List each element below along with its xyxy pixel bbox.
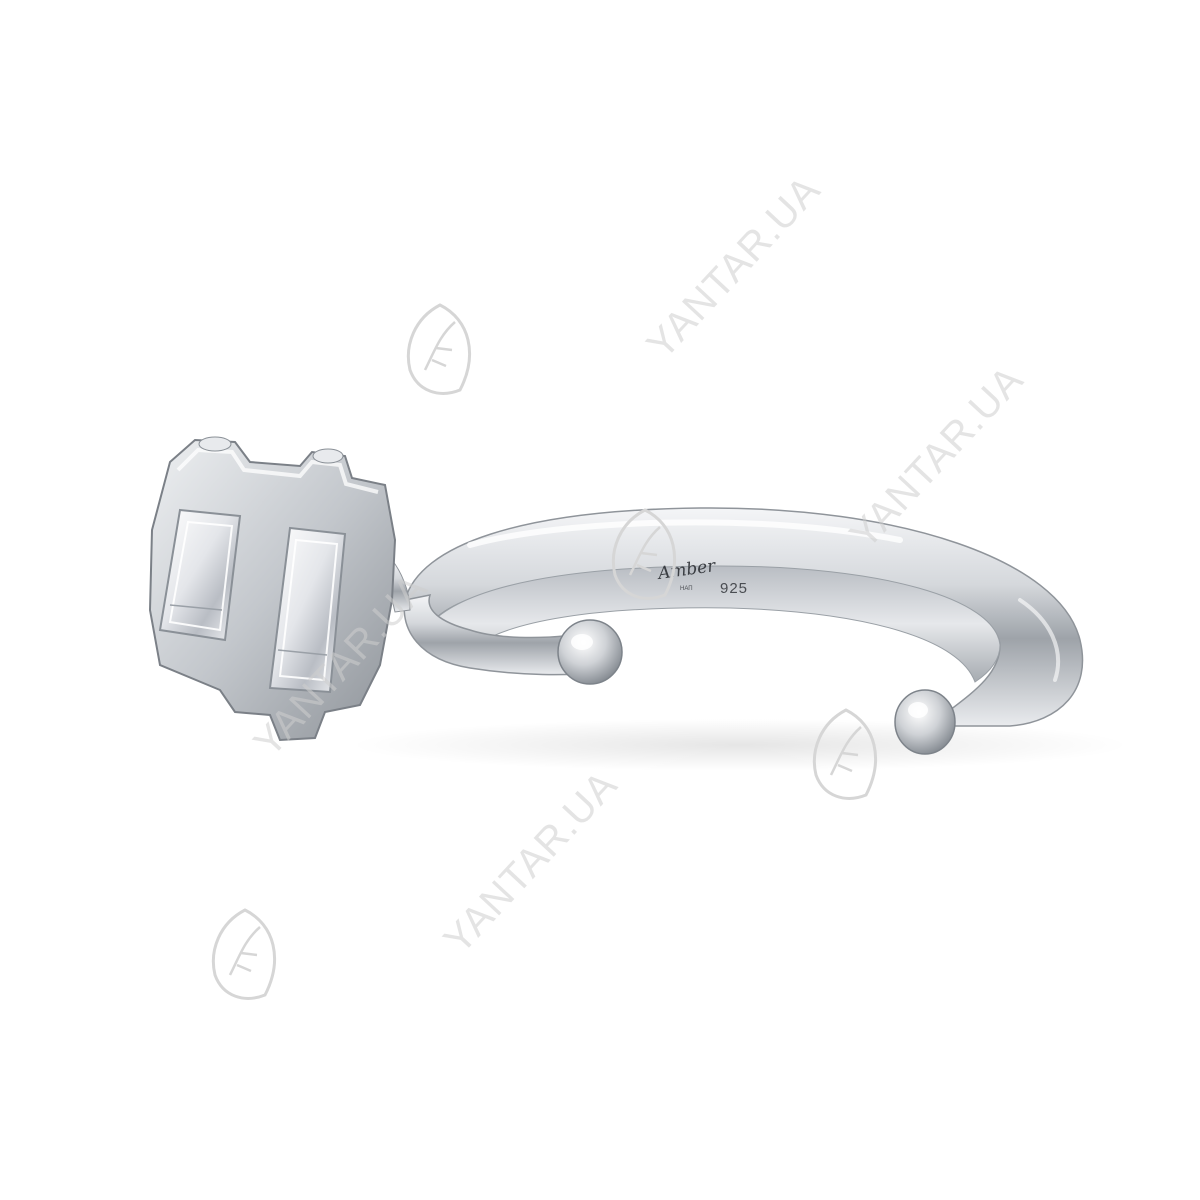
prong-top-right [312,448,344,464]
amber-leaf-logo-icon [406,303,472,395]
hallmark-purity: 925 [720,580,749,597]
hallmark-maker-mark: НАП [680,586,693,592]
baguette-stone-left [158,508,242,642]
ring-end-left [557,619,623,685]
ground-shadow [350,719,1130,771]
hallmark-engraving: Amber НАП 925 [657,556,788,610]
prong-top-left [198,436,232,452]
amber-leaf-logo-icon [211,908,277,1000]
amber-leaf-logo-icon [812,708,878,800]
ring-end-right [894,689,956,755]
ring-band-inner [431,565,1001,683]
amber-leaf-logo-icon [611,508,677,600]
